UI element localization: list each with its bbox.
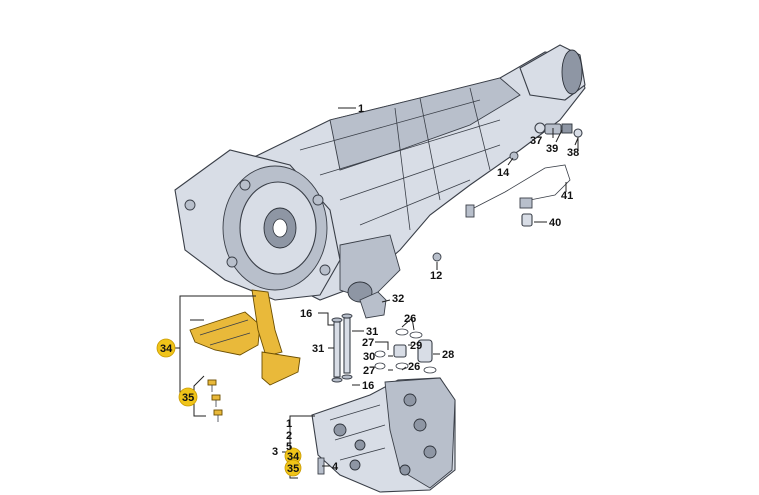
callout-27-top: 27	[362, 337, 374, 349]
callout-38: 38	[567, 147, 579, 159]
callout-12: 12	[430, 270, 442, 282]
highlight-35-left	[178, 387, 198, 407]
callout-27-bottom: 27	[363, 365, 375, 377]
callout-31-right: 31	[366, 326, 378, 338]
callout-39: 39	[546, 143, 558, 155]
callout-16-bottom: 16	[362, 380, 374, 392]
conductor-plate	[189, 289, 301, 386]
highlight-badges	[156, 338, 302, 477]
callout-40: 40	[549, 217, 561, 229]
callout-31-left: 31	[312, 343, 324, 355]
valve-body	[311, 377, 456, 493]
callout-16-top: 16	[300, 308, 312, 320]
transmission-housing	[174, 44, 586, 303]
callout-4: 4	[332, 461, 339, 473]
callout-30: 30	[363, 351, 375, 363]
callout-3: 3	[272, 446, 278, 458]
callout-2: 2	[286, 430, 292, 442]
callout-37: 37	[530, 135, 542, 147]
callout-41: 41	[561, 190, 573, 202]
callout-32: 32	[392, 293, 404, 305]
highlight-35-bottom	[284, 459, 302, 477]
transfer-tubes	[331, 313, 353, 383]
callout-1: 1	[358, 103, 364, 115]
callout-34-bottom: 34	[287, 451, 300, 463]
callout-26-top: 26	[404, 313, 416, 325]
callout-29: 29	[410, 340, 422, 352]
callout-1-valve: 1	[286, 418, 292, 430]
accumulator-parts	[359, 291, 437, 374]
callout-labels: 1 37 39 38 14 41 40 12 32 16 31 31 16 26…	[160, 103, 579, 475]
highlight-34-left	[156, 338, 176, 358]
callout-26-bottom: 26	[408, 361, 420, 373]
mounting-bolts	[207, 379, 223, 422]
callout-14: 14	[497, 167, 510, 179]
callout-34-left: 34	[160, 343, 173, 355]
callout-5: 5	[286, 441, 292, 453]
callout-35-bottom: 35	[287, 463, 299, 475]
callout-35-left: 35	[182, 392, 194, 404]
callout-28: 28	[442, 349, 454, 361]
